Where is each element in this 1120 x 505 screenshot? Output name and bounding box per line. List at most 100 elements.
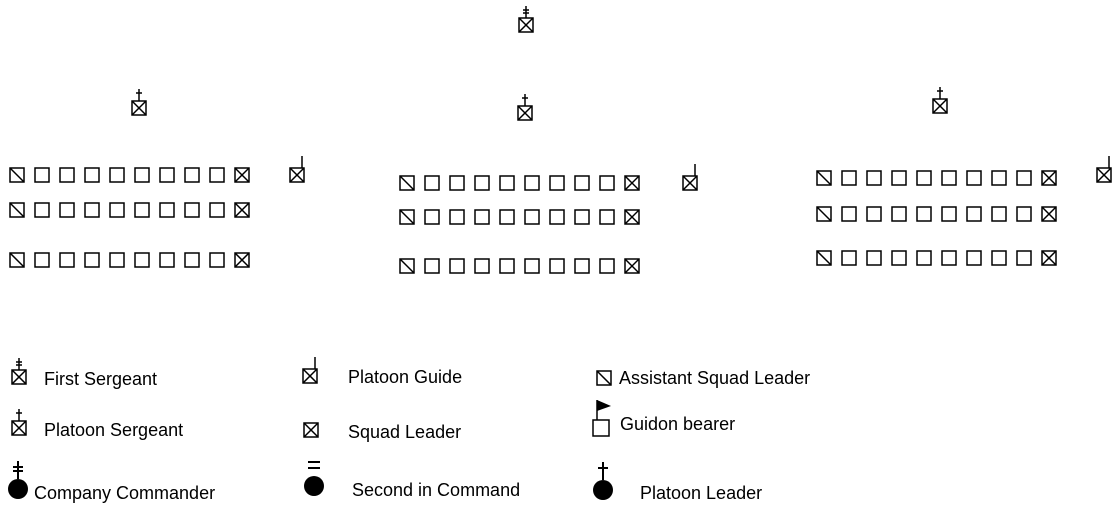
soldier-square-icon: [966, 250, 982, 266]
assistant-squad-leader-icon: [9, 167, 25, 183]
soldier-square-icon: [891, 206, 907, 222]
assistant-squad-leader-icon: [816, 250, 832, 266]
soldier-square-icon: [599, 175, 615, 191]
platoon-sergeant-icon: [932, 87, 948, 114]
soldier-square-icon: [524, 258, 540, 274]
soldier-square-icon: [941, 206, 957, 222]
company-commander-icon: [8, 461, 28, 499]
soldier-square-icon: [866, 250, 882, 266]
soldier-square-icon: [916, 250, 932, 266]
legend-label-company-commander: Company Commander: [34, 483, 215, 503]
squad-leader-icon: [1041, 170, 1057, 186]
soldier-square-icon: [866, 206, 882, 222]
squad-leader-icon: [234, 202, 250, 218]
soldier-square-icon: [966, 170, 982, 186]
soldier-square-icon: [84, 167, 100, 183]
squad-leader-icon: [624, 175, 640, 191]
formation: [9, 6, 1112, 274]
squad-row: [9, 202, 250, 218]
soldier-square-icon: [991, 170, 1007, 186]
first-sergeant-icon: [11, 358, 27, 385]
legend-label-first-sergeant: First Sergeant: [44, 369, 157, 389]
squad-leader-icon: [234, 252, 250, 268]
soldier-square-icon: [941, 170, 957, 186]
soldier-square-icon: [59, 252, 75, 268]
soldier-square-icon: [1016, 250, 1032, 266]
soldier-square-icon: [549, 209, 565, 225]
soldier-square-icon: [941, 250, 957, 266]
soldier-square-icon: [134, 167, 150, 183]
squad-row: [816, 250, 1057, 266]
squad-leader-icon: [624, 209, 640, 225]
soldier-square-icon: [184, 167, 200, 183]
soldier-square-icon: [449, 209, 465, 225]
soldier-square-icon: [991, 206, 1007, 222]
soldier-square-icon: [916, 170, 932, 186]
soldier-square-icon: [574, 258, 590, 274]
soldier-square-icon: [34, 167, 50, 183]
legend-symbols: [8, 357, 613, 500]
platoon-2: [399, 94, 698, 274]
soldier-square-icon: [134, 252, 150, 268]
soldier-square-icon: [549, 175, 565, 191]
assistant-squad-leader-icon: [596, 370, 612, 386]
legend-label-platoon-leader: Platoon Leader: [640, 483, 762, 503]
soldier-square-icon: [574, 175, 590, 191]
soldier-square-icon: [474, 209, 490, 225]
soldier-square-icon: [184, 252, 200, 268]
soldier-square-icon: [59, 167, 75, 183]
platoon-leader-icon: [593, 462, 613, 500]
soldier-square-icon: [109, 252, 125, 268]
assistant-squad-leader-icon: [9, 252, 25, 268]
squad-row: [399, 209, 640, 225]
soldier-square-icon: [916, 206, 932, 222]
soldier-square-icon: [866, 170, 882, 186]
soldier-square-icon: [184, 202, 200, 218]
soldier-square-icon: [841, 170, 857, 186]
soldier-square-icon: [209, 167, 225, 183]
soldier-square-icon: [159, 252, 175, 268]
squad-row: [399, 164, 698, 191]
soldier-square-icon: [59, 202, 75, 218]
soldier-square-icon: [891, 250, 907, 266]
soldier-square-icon: [891, 170, 907, 186]
soldier-square-icon: [109, 167, 125, 183]
squad-row: [399, 258, 640, 274]
soldier-square-icon: [599, 209, 615, 225]
platoon-sergeant-icon: [517, 94, 533, 121]
soldier-square-icon: [424, 209, 440, 225]
assistant-squad-leader-icon: [399, 175, 415, 191]
platoon-guide-icon: [682, 164, 698, 191]
squad-row: [816, 206, 1057, 222]
soldier-square-icon: [134, 202, 150, 218]
soldier-square-icon: [574, 209, 590, 225]
squad-row: [816, 156, 1112, 186]
soldier-square-icon: [549, 258, 565, 274]
soldier-square-icon: [424, 175, 440, 191]
guidon-bearer-icon: [592, 400, 611, 437]
soldier-square-icon: [34, 202, 50, 218]
legend-label-second-in-command: Second in Command: [352, 480, 520, 500]
soldier-square-icon: [499, 258, 515, 274]
platoon-guide-icon: [1096, 156, 1112, 183]
squad-leader-icon: [1041, 206, 1057, 222]
assistant-squad-leader-icon: [399, 209, 415, 225]
soldier-square-icon: [84, 202, 100, 218]
platoon-sergeant-icon: [131, 89, 147, 116]
soldier-square-icon: [1016, 206, 1032, 222]
soldier-square-icon: [209, 252, 225, 268]
platoon-1: [9, 89, 305, 268]
platoon-guide-icon: [302, 357, 318, 384]
legend: First Sergeant Platoon Sergeant Company …: [8, 357, 810, 503]
legend-label-squad-leader: Squad Leader: [348, 422, 461, 442]
assistant-squad-leader-icon: [399, 258, 415, 274]
platoon-guide-icon: [289, 156, 305, 183]
legend-label-platoon-sergeant: Platoon Sergeant: [44, 420, 183, 440]
soldier-square-icon: [599, 258, 615, 274]
soldier-square-icon: [424, 258, 440, 274]
soldier-square-icon: [159, 202, 175, 218]
soldier-square-icon: [499, 175, 515, 191]
soldier-square-icon: [966, 206, 982, 222]
soldier-square-icon: [159, 167, 175, 183]
first-sergeant-icon: [518, 6, 534, 33]
